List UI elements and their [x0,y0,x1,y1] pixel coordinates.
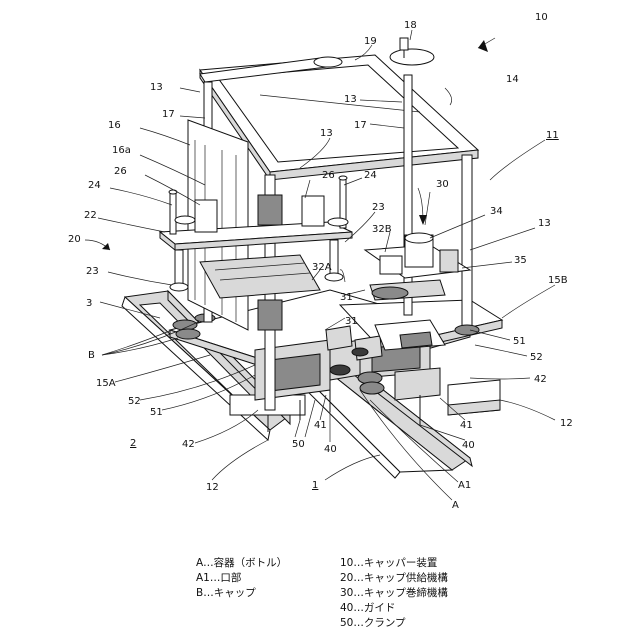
label-40-a: 40 [324,444,337,455]
label-13-c: 13 [320,128,333,139]
label-51-a: 51 [513,336,526,347]
label-24-b: 24 [364,170,377,181]
label-15B: 15B [548,275,568,286]
legend-item-A1: A1…口部 [196,571,287,586]
direction-arrow-20 [85,240,110,250]
label-31-b: 31 [345,316,358,327]
label-12-b: 12 [206,482,219,493]
legend-item-50: 50…クランプ [340,616,448,631]
legend-item-40: 40…ガイド [340,601,448,616]
label-10: 10 [535,12,548,23]
label-24-a: 24 [88,180,101,191]
label-41-b: 41 [460,420,473,431]
label-34: 34 [490,206,503,217]
label-32B: 32B [372,224,392,235]
legend-right: 10…キャッパー装置 20…キャップ供給機構 30…キャップ巻締機構 40…ガイ… [340,556,448,631]
label-B: B [88,350,95,361]
label-41-a: 41 [314,420,327,431]
label-13-a: 13 [150,82,163,93]
frame-column-right-back [404,75,412,315]
legend-left: A…容器（ボトル） A1…口部 B…キャップ [196,556,287,601]
label-16a: 16a [112,145,131,156]
label-13-d: 13 [538,218,551,229]
label-17-b: 17 [354,120,367,131]
label-30: 30 [436,179,449,190]
label-12-a: 12 [560,418,573,429]
label-40-b: 40 [462,440,475,451]
label-A: A [452,500,459,511]
label-51-b: 51 [150,407,163,418]
label-19: 19 [364,36,377,47]
label-26-a: 26 [114,166,127,177]
label-42-b: 42 [182,439,195,450]
legend-item-30: 30…キャップ巻締機構 [340,586,448,601]
direction-arrow-10 [478,40,488,52]
legend-item-B: B…キャップ [196,586,287,601]
label-22: 22 [84,210,97,221]
label-16: 16 [108,120,121,131]
label-20: 20 [68,234,81,245]
label-3: 3 [86,298,92,309]
label-31-a: 31 [340,292,353,303]
label-2: 2 [130,438,136,449]
label-52-b: 52 [128,396,141,407]
label-18: 18 [404,20,417,31]
label-35: 35 [514,255,527,266]
legend-item-A: A…容器（ボトル） [196,556,287,571]
label-32A: 32A [312,262,332,273]
label-42-a: 42 [534,374,547,385]
label-50: 50 [292,439,305,450]
label-1: 1 [312,480,318,491]
label-23-a: 23 [372,202,385,213]
label-26-b: 26 [322,170,335,181]
label-23-b: 23 [86,266,99,277]
label-15A: 15A [96,378,116,389]
legend-item-10: 10…キャッパー装置 [340,556,448,571]
label-52-a: 52 [530,352,543,363]
label-13-b: 13 [344,94,357,105]
legend-item-20: 20…キャップ供給機構 [340,571,448,586]
label-11: 11 [546,130,559,141]
label-A1: A1 [458,480,471,491]
label-17-a: 17 [162,109,175,120]
label-14: 14 [506,74,519,85]
